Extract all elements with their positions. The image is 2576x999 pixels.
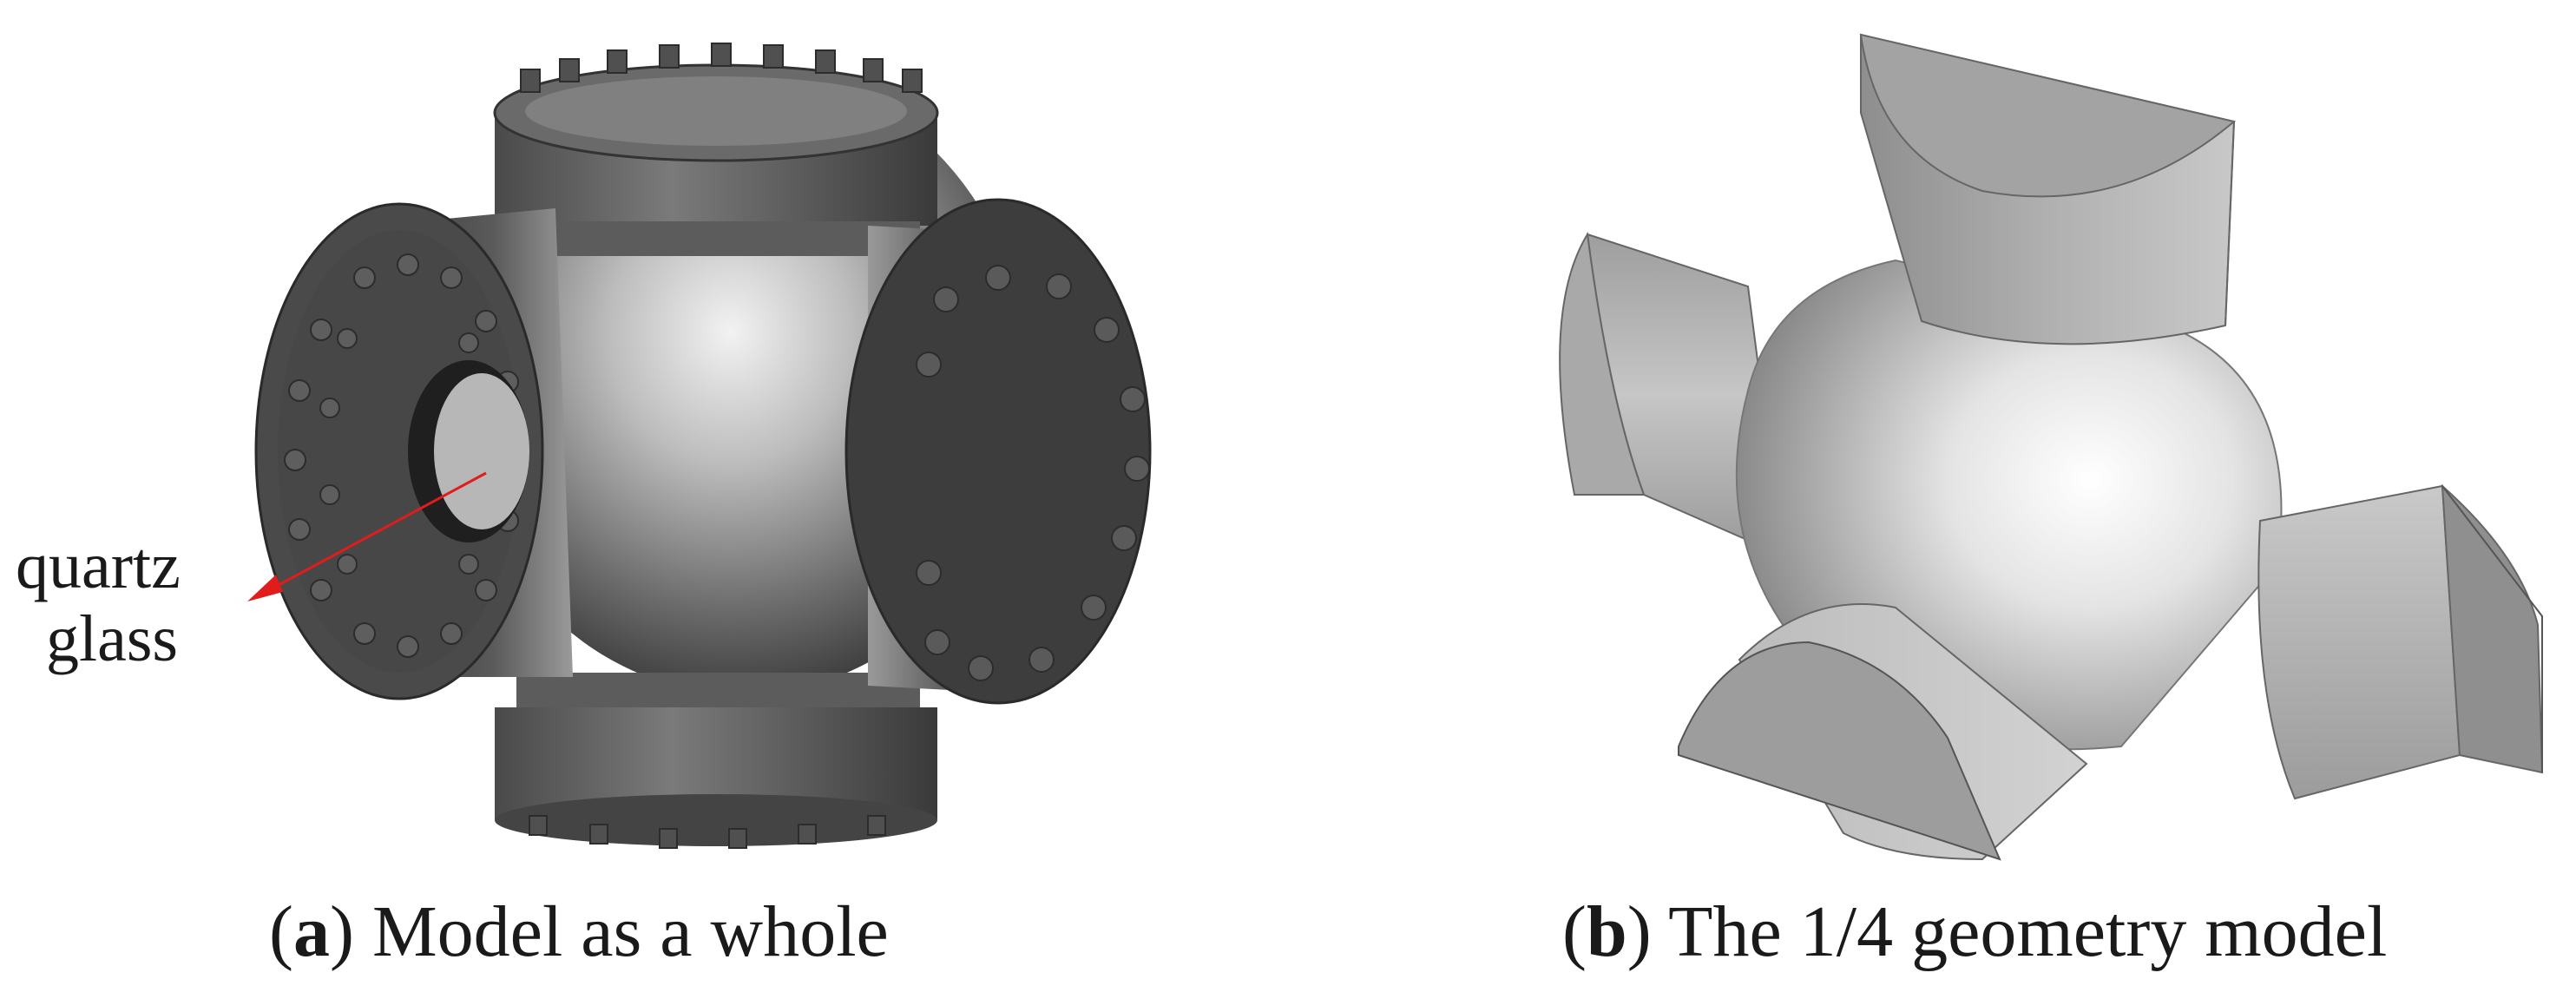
right-nozzle	[844, 198, 1152, 705]
caption-a: (a) Model as a whole	[269, 891, 889, 972]
callout-line-1: quartz	[16, 529, 181, 602]
caption-b-letter: b	[1586, 891, 1627, 972]
caption-a-letter: a	[292, 891, 330, 972]
caption-b: (b) The 1/4 geometry model	[1562, 891, 2388, 972]
right-nozzle-quarter	[2257, 483, 2544, 800]
panel-a-full-model: quartz glass	[16, 43, 1152, 849]
top-nozzle	[493, 43, 939, 256]
bottom-nozzle	[495, 673, 937, 849]
caption-a-text: Model as a whole	[371, 891, 889, 972]
quarter-geometry-illustration	[1559, 33, 2544, 861]
left-nozzle-quarter	[1559, 232, 1784, 557]
callout-label: quartz glass	[16, 529, 181, 675]
top-nozzle-quarter	[1859, 33, 2237, 345]
panel-b-quarter-model	[1288, 0, 2576, 999]
callout-arrowhead	[247, 575, 283, 601]
callout-arrow-line	[268, 471, 487, 592]
caption-b-text: The 1/4 geometry model	[1668, 891, 2388, 972]
vessel-illustration	[247, 43, 1152, 849]
callout-line-2: glass	[46, 602, 178, 675]
left-nozzle	[254, 202, 573, 700]
front-nozzle-quarter	[1678, 603, 2088, 861]
